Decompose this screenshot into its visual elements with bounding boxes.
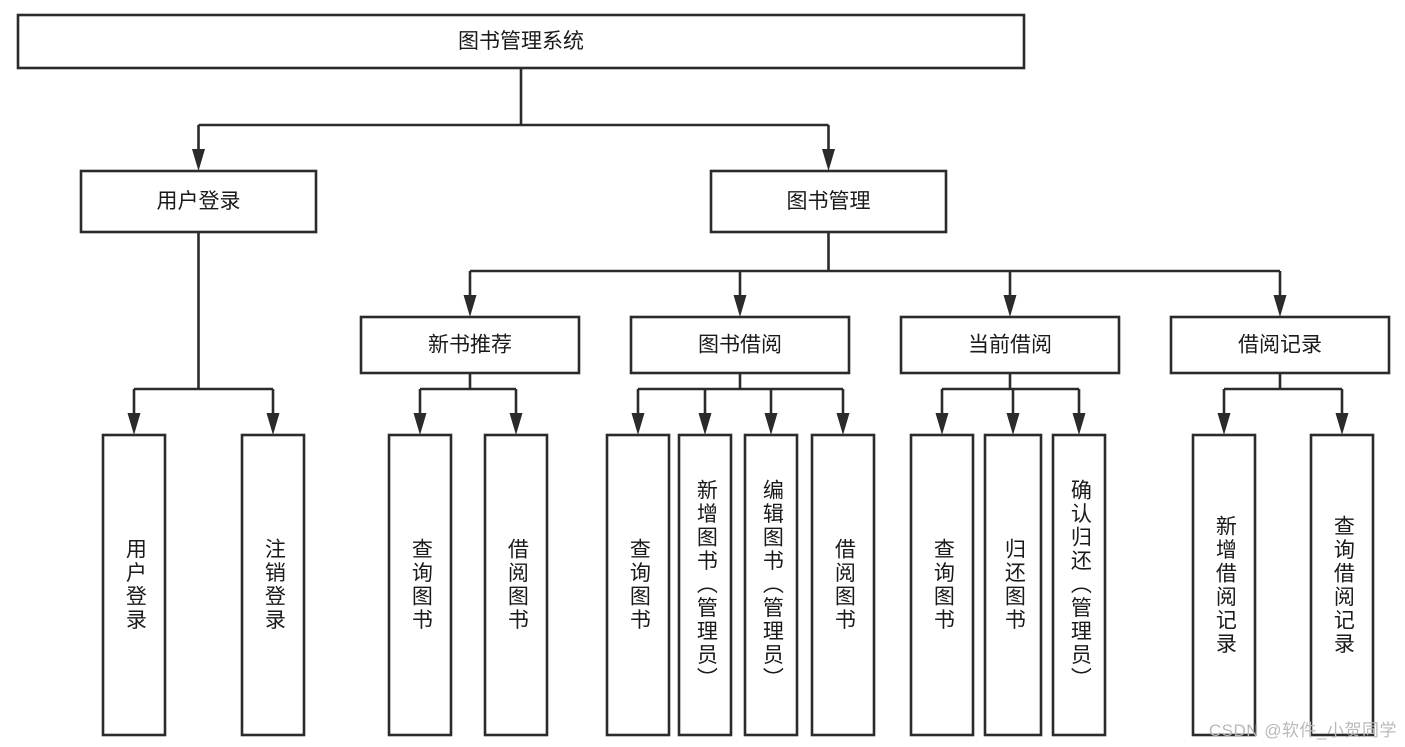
node-box-leaf-borrow-book-2[interactable] xyxy=(810,433,876,737)
node-box-leaf-logout[interactable] xyxy=(240,433,306,737)
connector-arrowhead xyxy=(1006,413,1020,435)
connector-arrowhead xyxy=(127,413,141,435)
connector-arrowhead xyxy=(698,413,712,435)
connector-arrowhead xyxy=(935,413,949,435)
node-box-current-borrow[interactable] xyxy=(899,315,1121,375)
connector-arrowhead xyxy=(1003,295,1017,317)
node-box-book-borrow[interactable] xyxy=(629,315,851,375)
connector-arrowhead xyxy=(1335,413,1349,435)
node-box-leaf-edit-book[interactable] xyxy=(743,433,799,737)
node-box-leaf-return-book[interactable] xyxy=(983,433,1043,737)
connector-arrowhead xyxy=(509,413,523,435)
csdn-watermark: CSDN @软件_小贺同学 xyxy=(1208,721,1397,740)
node-box-new-book-rec[interactable] xyxy=(359,315,581,375)
connector-arrowhead xyxy=(1072,413,1086,435)
node-box-borrow-record[interactable] xyxy=(1169,315,1391,375)
node-label-book-borrow: 图书借阅 xyxy=(698,334,782,357)
node-box-leaf-add-record[interactable] xyxy=(1191,433,1257,737)
connector-arrowhead xyxy=(764,413,778,435)
node-label-book-manage: 图书管理 xyxy=(787,190,871,213)
node-box-leaf-query-book-2[interactable] xyxy=(605,433,671,737)
connector-arrowhead xyxy=(266,413,280,435)
connector-arrowhead xyxy=(1217,413,1231,435)
node-box-leaf-user-login[interactable] xyxy=(101,433,167,737)
connector-arrowhead xyxy=(463,295,477,317)
node-box-leaf-confirm-return[interactable] xyxy=(1051,433,1107,737)
node-label-current-borrow: 当前借阅 xyxy=(968,334,1052,357)
node-box-leaf-query-book-1[interactable] xyxy=(387,433,453,737)
node-box-user-login[interactable] xyxy=(79,169,318,234)
node-box-layer xyxy=(16,13,1391,737)
node-box-leaf-query-record[interactable] xyxy=(1309,433,1375,737)
connector-arrowhead xyxy=(822,149,835,171)
connector-arrowhead xyxy=(1273,295,1287,317)
node-label-new-book-rec: 新书推荐 xyxy=(428,334,512,357)
node-label-user-login: 用户登录 xyxy=(157,190,241,213)
connector-arrowhead xyxy=(733,295,747,317)
connector-arrowhead xyxy=(836,413,850,435)
node-box-leaf-query-book-3[interactable] xyxy=(909,433,975,737)
node-box-leaf-add-book[interactable] xyxy=(677,433,733,737)
connector-arrowhead xyxy=(192,149,205,171)
connector-arrowhead xyxy=(631,413,645,435)
node-box-root[interactable] xyxy=(16,13,1026,70)
node-label-borrow-record: 借阅记录 xyxy=(1238,334,1322,357)
node-box-leaf-borrow-book-1[interactable] xyxy=(483,433,549,737)
connector-arrowhead xyxy=(413,413,427,435)
connector-layer xyxy=(127,68,1349,435)
node-box-book-manage[interactable] xyxy=(709,169,948,234)
node-label-root: 图书管理系统 xyxy=(458,30,584,53)
